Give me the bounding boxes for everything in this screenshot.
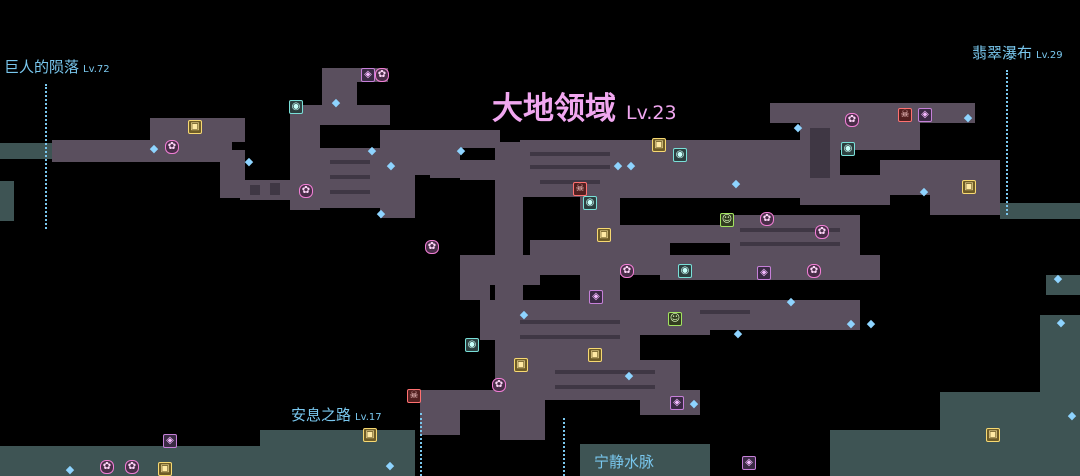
crystal-icon: ◆ — [786, 295, 796, 308]
portal-icon[interactable]: ◈ — [670, 396, 684, 410]
region-name: 翡翠瀑布 — [972, 44, 1033, 62]
save-point-icon[interactable]: ◉ — [678, 264, 692, 278]
crystal-icon: ◆ — [1067, 409, 1077, 422]
exit-line-rest-road — [420, 413, 422, 476]
chest-icon[interactable]: ▣ — [597, 228, 611, 242]
save-point-icon[interactable]: ◉ — [289, 100, 303, 114]
enemy-icon[interactable]: ✿ — [375, 68, 389, 82]
region-level: Lv.72 — [83, 64, 110, 75]
southeast-chamber — [940, 392, 1050, 432]
crystal-icon: ◆ — [626, 159, 636, 172]
west-corridor — [0, 143, 52, 159]
region-name: 巨人的陨落 — [4, 58, 80, 76]
enemy-icon[interactable]: ✿ — [165, 140, 179, 154]
exit-line-giants-fall — [45, 84, 47, 229]
crystal-icon: ◆ — [733, 327, 743, 340]
enemy-icon[interactable]: ✿ — [100, 460, 114, 474]
enemy-icon[interactable]: ✿ — [125, 460, 139, 474]
portal-icon[interactable]: ◈ — [589, 290, 603, 304]
crystal-icon: ◆ — [65, 463, 75, 476]
enemy-icon[interactable]: ✿ — [845, 113, 859, 127]
main-region-label: 大地领域 Lv.23 — [492, 94, 677, 125]
crystal-icon: ◆ — [846, 317, 856, 330]
region-name: 安息之路 — [291, 406, 352, 424]
boss-icon[interactable]: ☠ — [573, 182, 587, 196]
region-label-tranquil-vein[interactable]: 宁静水脉 — [594, 455, 654, 470]
crystal-icon: ◆ — [367, 144, 377, 157]
enemy-icon[interactable]: ✿ — [492, 378, 506, 392]
east-ledge — [1046, 275, 1080, 295]
crystal-icon: ◆ — [519, 308, 529, 321]
crystal-icon: ◆ — [963, 111, 973, 124]
chest-icon[interactable]: ▣ — [652, 138, 666, 152]
boss-icon[interactable]: ☠ — [898, 108, 912, 122]
rest-road-area — [260, 430, 415, 476]
portal-icon[interactable]: ◈ — [163, 434, 177, 448]
crystal-icon: ◆ — [456, 144, 466, 157]
npc-icon[interactable]: ☺ — [668, 312, 682, 326]
crystal-icon: ◆ — [613, 159, 623, 172]
chest-icon[interactable]: ▣ — [514, 358, 528, 372]
enemy-icon[interactable]: ✿ — [760, 212, 774, 226]
crystal-icon: ◆ — [624, 369, 634, 382]
crystal-icon: ◆ — [793, 121, 803, 134]
npc-icon[interactable]: ☺ — [720, 213, 734, 227]
save-point-icon[interactable]: ◉ — [841, 142, 855, 156]
crystal-icon: ◆ — [244, 155, 254, 168]
wall-details — [250, 128, 840, 389]
crystal-icon: ◆ — [689, 397, 699, 410]
crystal-icon: ◆ — [1056, 316, 1066, 329]
crystal-icon: ◆ — [149, 142, 159, 155]
crystal-icon: ◆ — [386, 159, 396, 172]
crystal-icon: ◆ — [866, 317, 876, 330]
chest-icon[interactable]: ▣ — [158, 462, 172, 476]
portal-icon[interactable]: ◈ — [918, 108, 932, 122]
enemy-icon[interactable]: ✿ — [425, 240, 439, 254]
tranquil-area — [580, 444, 710, 476]
exit-line-tranquil-vein — [563, 418, 565, 476]
region-level: Lv.17 — [355, 412, 382, 423]
boss-icon[interactable]: ☠ — [407, 389, 421, 403]
crystal-icon: ◆ — [331, 96, 341, 109]
east-corridor — [1000, 203, 1080, 219]
south-floor — [830, 430, 1080, 476]
save-point-icon[interactable]: ◉ — [583, 196, 597, 210]
main-region-name: 大地领域 — [492, 91, 616, 127]
region-level: Lv.29 — [1036, 50, 1063, 61]
west-block — [0, 181, 14, 221]
chest-icon[interactable]: ▣ — [986, 428, 1000, 442]
enemy-icon[interactable]: ✿ — [299, 184, 313, 198]
portal-icon[interactable]: ◈ — [757, 266, 771, 280]
chest-icon[interactable]: ▣ — [188, 120, 202, 134]
chest-icon[interactable]: ▣ — [588, 348, 602, 362]
save-point-icon[interactable]: ◉ — [673, 148, 687, 162]
crystal-icon: ◆ — [376, 207, 386, 220]
exit-line-jade-falls — [1006, 70, 1008, 215]
crystal-icon: ◆ — [731, 177, 741, 190]
enemy-icon[interactable]: ✿ — [620, 264, 634, 278]
crystal-icon: ◆ — [1053, 272, 1063, 285]
crystal-icon: ◆ — [385, 459, 395, 472]
portal-icon[interactable]: ◈ — [361, 68, 375, 82]
chest-icon[interactable]: ▣ — [962, 180, 976, 194]
region-name: 宁静水脉 — [594, 453, 655, 471]
crystal-icon: ◆ — [919, 185, 929, 198]
enemy-icon[interactable]: ✿ — [807, 264, 821, 278]
save-point-icon[interactable]: ◉ — [465, 338, 479, 352]
chest-icon[interactable]: ▣ — [363, 428, 377, 442]
portal-icon[interactable]: ◈ — [742, 456, 756, 470]
enemy-icon[interactable]: ✿ — [815, 225, 829, 239]
main-region-level: Lv.23 — [626, 102, 677, 124]
